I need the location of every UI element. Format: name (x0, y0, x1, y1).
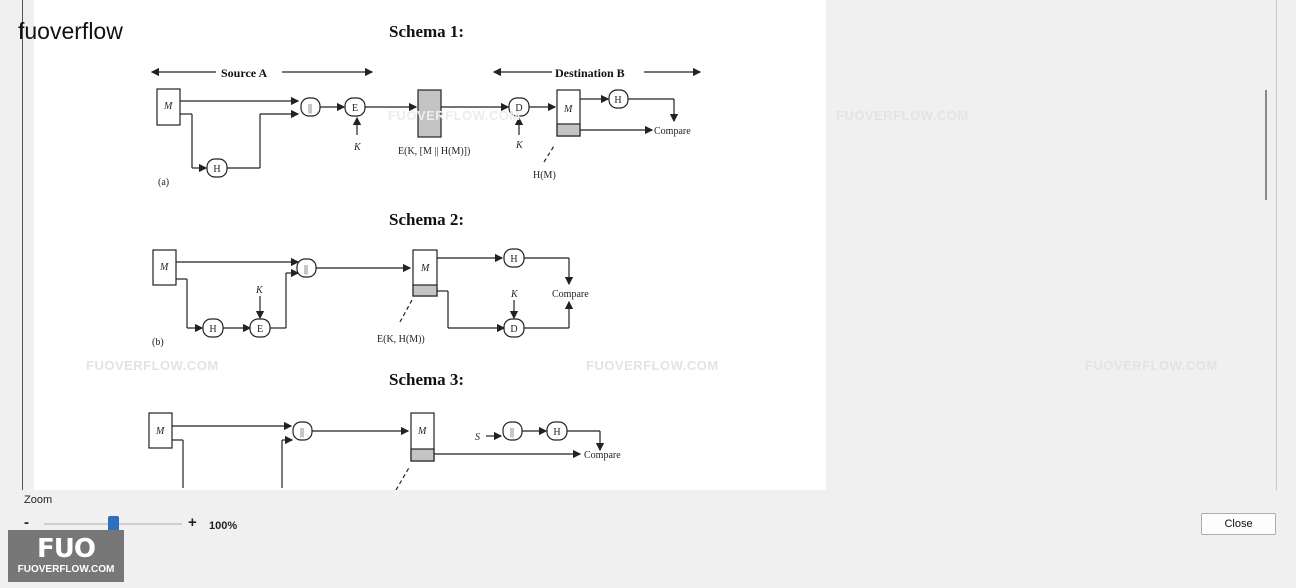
logo-mark: FUO (37, 534, 96, 564)
viewer-left-border (22, 0, 23, 490)
schema-2-sub-label: (b) (152, 337, 164, 348)
vertical-scrollbar-thumb[interactable] (1265, 90, 1267, 200)
zoom-slider-thumb[interactable] (108, 516, 119, 534)
app-title: fuoverflow (18, 18, 123, 44)
schema-1-hash-node: H (213, 164, 220, 175)
watermark-text: FUOVERFLOW.COM (86, 358, 219, 373)
watermark-text: FUOVERFLOW.COM (1085, 358, 1218, 373)
schema-1-concat-node: || (308, 103, 312, 114)
logo-text: FUOVERFLOW.COM (17, 564, 115, 575)
schema-3-secret: S (475, 432, 480, 443)
viewer-right-border (1276, 0, 1277, 490)
schema-2-key-2: K (510, 289, 519, 300)
fuoverflow-logo: FUO FUOVERFLOW.COM (8, 530, 124, 582)
schema-2-message: M (159, 262, 169, 273)
vertical-scrollbar[interactable] (1283, 0, 1294, 490)
schema-1-message-dest: M (563, 104, 573, 115)
schema-3-title: Schema 3: (389, 370, 465, 389)
schema-1-key-1: K (353, 142, 362, 153)
schema-2-concat-node: || (304, 264, 308, 275)
schema-diagrams: M K K M M K K M M M S || E D H H || H E (148, 66, 702, 490)
schema-1-compare-label: Compare (654, 126, 691, 137)
schema-3-hash-node: H (553, 427, 560, 438)
schema-3-compare-label: Compare (584, 450, 621, 461)
schema-1-decrypt-node: D (515, 103, 522, 114)
close-button[interactable]: Close (1201, 513, 1276, 535)
schema-2-hash-node: H (209, 324, 216, 335)
schema-1-key-2: K (515, 140, 524, 151)
zoom-out-button[interactable]: - (24, 514, 29, 531)
schema-1-ciphertext-label: E(K, [M || H(M)]) (398, 146, 470, 157)
watermark-text: FUOVERFLOW.COM (836, 108, 969, 123)
schema-2-encrypt-node: E (257, 324, 263, 335)
zoom-in-button[interactable]: + (188, 514, 197, 531)
schema-1-source-label: Source A (221, 66, 267, 80)
watermark-text: FUOVERFLOW.COM (388, 108, 521, 123)
schema-1-title: Schema 1: (389, 22, 465, 41)
schema-1-sub-label: (a) (158, 177, 169, 188)
schema-1-encrypt-node: E (352, 103, 358, 114)
document-page: Schema 1: (34, 0, 826, 490)
zoom-label: Zoom (24, 494, 53, 506)
schema-2-ciphertext-label: E(K, H(M)) (377, 334, 425, 345)
schema-1-message: M (163, 101, 173, 112)
schema-1-hash-node-dest: H (614, 95, 621, 106)
schema-1-destination-label: Destination B (555, 66, 625, 80)
schema-3-concat-node-1: || (300, 427, 304, 438)
schema-3-concat-node-2: || (510, 427, 514, 438)
schema-2-compare-label: Compare (552, 289, 589, 300)
schema-3-message: M (155, 426, 165, 437)
watermark-text: FUOVERFLOW.COM (586, 358, 719, 373)
schema-2-decrypt-node: D (510, 324, 517, 335)
schema-1-hash-label: H(M) (533, 170, 556, 181)
schema-2-title: Schema 2: (389, 210, 465, 229)
schema-3-message-dest: M (417, 426, 427, 437)
schema-2-key-1: K (255, 285, 264, 296)
zoom-value: 100% (209, 520, 238, 532)
image-viewer: Schema 1: (18, 0, 1294, 490)
schema-2-hash-node-dest: H (510, 254, 517, 265)
schema-2-message-dest: M (420, 263, 430, 274)
zoom-toolbar: Zoom - + 100% Close FUO FUOVERFLOW.COM (0, 490, 1296, 588)
